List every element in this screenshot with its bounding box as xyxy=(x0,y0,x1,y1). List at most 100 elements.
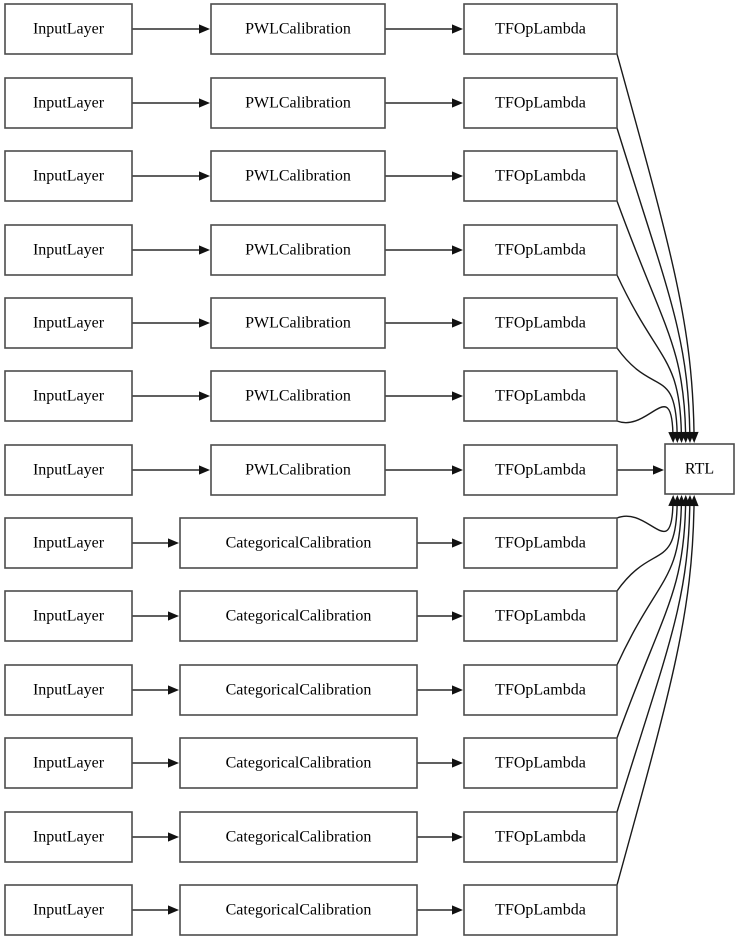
edge-input-to-calibration-13-arrowhead-icon xyxy=(168,905,179,915)
node-tfoplambda-9-box xyxy=(463,590,618,642)
node-tfoplambda-6-box xyxy=(463,370,618,422)
edge-lambda-to-output-13 xyxy=(616,504,695,886)
node-input-layer-8-box xyxy=(4,517,133,569)
node-input-layer-12-box xyxy=(4,811,133,863)
edge-calibration-to-lambda-11-arrowhead-icon xyxy=(452,758,463,768)
edge-lambda-to-output-6 xyxy=(616,406,674,434)
node-tfoplambda-1-box xyxy=(463,3,618,55)
node-tfoplambda-1[interactable]: TFOpLambda xyxy=(463,3,618,55)
node-tfoplambda-4[interactable]: TFOpLambda xyxy=(463,224,618,276)
node-calibration-2[interactable]: PWLCalibration xyxy=(210,77,386,129)
node-tfoplambda-3[interactable]: TFOpLambda xyxy=(463,150,618,202)
edge-lambda-to-output-6-arrowhead-icon xyxy=(668,431,678,443)
node-input-layer-7-box xyxy=(4,444,133,496)
edge-calibration-to-lambda-3-arrowhead-icon xyxy=(452,171,463,181)
node-input-layer-1[interactable]: InputLayer xyxy=(4,3,133,55)
node-calibration-5[interactable]: PWLCalibration xyxy=(210,297,386,349)
node-calibration-10-box xyxy=(179,664,418,716)
edge-lambda-to-output-7-arrowhead-icon xyxy=(653,465,664,475)
node-calibration-10[interactable]: CategoricalCalibration xyxy=(179,664,418,716)
node-tfoplambda-7[interactable]: TFOpLambda xyxy=(463,444,618,496)
node-calibration-8[interactable]: CategoricalCalibration xyxy=(179,517,418,569)
node-input-layer-6-box xyxy=(4,370,133,422)
node-tfoplambda-3-box xyxy=(463,150,618,202)
edge-lambda-to-output-10 xyxy=(616,504,683,666)
edge-lambda-to-output-2 xyxy=(616,127,691,434)
edge-input-to-calibration-7-arrowhead-icon xyxy=(199,465,210,475)
node-calibration-6[interactable]: PWLCalibration xyxy=(210,370,386,422)
node-calibration-3[interactable]: PWLCalibration xyxy=(210,150,386,202)
node-input-layer-13[interactable]: InputLayer xyxy=(4,884,133,936)
node-tfoplambda-12-box xyxy=(463,811,618,863)
edge-input-to-calibration-6-arrowhead-icon xyxy=(199,391,210,401)
edge-input-to-calibration-1-arrowhead-icon xyxy=(199,24,210,34)
edge-calibration-to-lambda-2-arrowhead-icon xyxy=(452,98,463,108)
node-tfoplambda-9[interactable]: TFOpLambda xyxy=(463,590,618,642)
node-input-layer-12[interactable]: InputLayer xyxy=(4,811,133,863)
edge-lambda-to-output-12 xyxy=(616,504,691,813)
edge-input-to-calibration-2-arrowhead-icon xyxy=(199,98,210,108)
node-tfoplambda-4-box xyxy=(463,224,618,276)
node-tfoplambda-11-box xyxy=(463,737,618,789)
node-calibration-1[interactable]: PWLCalibration xyxy=(210,3,386,55)
node-input-layer-3-box xyxy=(4,150,133,202)
edge-input-to-calibration-10-arrowhead-icon xyxy=(168,685,179,695)
node-input-layer-5-box xyxy=(4,297,133,349)
node-tfoplambda-2[interactable]: TFOpLambda xyxy=(463,77,618,129)
node-calibration-2-box xyxy=(210,77,386,129)
node-tfoplambda-12[interactable]: TFOpLambda xyxy=(463,811,618,863)
node-calibration-7-box xyxy=(210,444,386,496)
edge-lambda-to-output-3 xyxy=(616,200,687,434)
edge-calibration-to-lambda-5-arrowhead-icon xyxy=(452,318,463,328)
node-tfoplambda-5-box xyxy=(463,297,618,349)
node-input-layer-4[interactable]: InputLayer xyxy=(4,224,133,276)
node-calibration-13[interactable]: CategoricalCalibration xyxy=(179,884,418,936)
node-input-layer-10-box xyxy=(4,664,133,716)
node-input-layer-10[interactable]: InputLayer xyxy=(4,664,133,716)
node-calibration-9-box xyxy=(179,590,418,642)
node-tfoplambda-8-box xyxy=(463,517,618,569)
edge-lambda-to-output-4 xyxy=(616,274,683,434)
node-calibration-12[interactable]: CategoricalCalibration xyxy=(179,811,418,863)
node-calibration-11-box xyxy=(179,737,418,789)
node-calibration-4[interactable]: PWLCalibration xyxy=(210,224,386,276)
node-tfoplambda-8[interactable]: TFOpLambda xyxy=(463,517,618,569)
node-tfoplambda-13[interactable]: TFOpLambda xyxy=(463,884,618,936)
node-tfoplambda-13-box xyxy=(463,884,618,936)
node-input-layer-5[interactable]: InputLayer xyxy=(4,297,133,349)
edge-calibration-to-lambda-6-arrowhead-icon xyxy=(452,391,463,401)
node-input-layer-6[interactable]: InputLayer xyxy=(4,370,133,422)
node-calibration-7[interactable]: PWLCalibration xyxy=(210,444,386,496)
node-calibration-12-box xyxy=(179,811,418,863)
node-calibration-3-box xyxy=(210,150,386,202)
node-tfoplambda-10[interactable]: TFOpLambda xyxy=(463,664,618,716)
node-input-layer-7[interactable]: InputLayer xyxy=(4,444,133,496)
edge-input-to-calibration-8-arrowhead-icon xyxy=(168,538,179,548)
edges-layer xyxy=(132,24,699,915)
edge-calibration-to-lambda-9-arrowhead-icon xyxy=(452,611,463,621)
node-input-layer-13-box xyxy=(4,884,133,936)
edge-input-to-calibration-5-arrowhead-icon xyxy=(199,318,210,328)
edge-calibration-to-lambda-8-arrowhead-icon xyxy=(452,538,463,548)
node-calibration-4-box xyxy=(210,224,386,276)
node-calibration-9[interactable]: CategoricalCalibration xyxy=(179,590,418,642)
node-input-layer-3[interactable]: InputLayer xyxy=(4,150,133,202)
node-rtl-output[interactable]: RTL xyxy=(664,443,735,495)
edge-input-to-calibration-11-arrowhead-icon xyxy=(168,758,179,768)
node-tfoplambda-6[interactable]: TFOpLambda xyxy=(463,370,618,422)
node-input-layer-9[interactable]: InputLayer xyxy=(4,590,133,642)
node-tfoplambda-7-box xyxy=(463,444,618,496)
node-input-layer-11[interactable]: InputLayer xyxy=(4,737,133,789)
node-calibration-11[interactable]: CategoricalCalibration xyxy=(179,737,418,789)
node-input-layer-8[interactable]: InputLayer xyxy=(4,517,133,569)
node-tfoplambda-5[interactable]: TFOpLambda xyxy=(463,297,618,349)
node-input-layer-2[interactable]: InputLayer xyxy=(4,77,133,129)
node-tfoplambda-11[interactable]: TFOpLambda xyxy=(463,737,618,789)
node-input-layer-2-box xyxy=(4,77,133,129)
edge-input-to-calibration-4-arrowhead-icon xyxy=(199,245,210,255)
edge-calibration-to-lambda-1-arrowhead-icon xyxy=(452,24,463,34)
edge-calibration-to-lambda-13-arrowhead-icon xyxy=(452,905,463,915)
edge-calibration-to-lambda-4-arrowhead-icon xyxy=(452,245,463,255)
